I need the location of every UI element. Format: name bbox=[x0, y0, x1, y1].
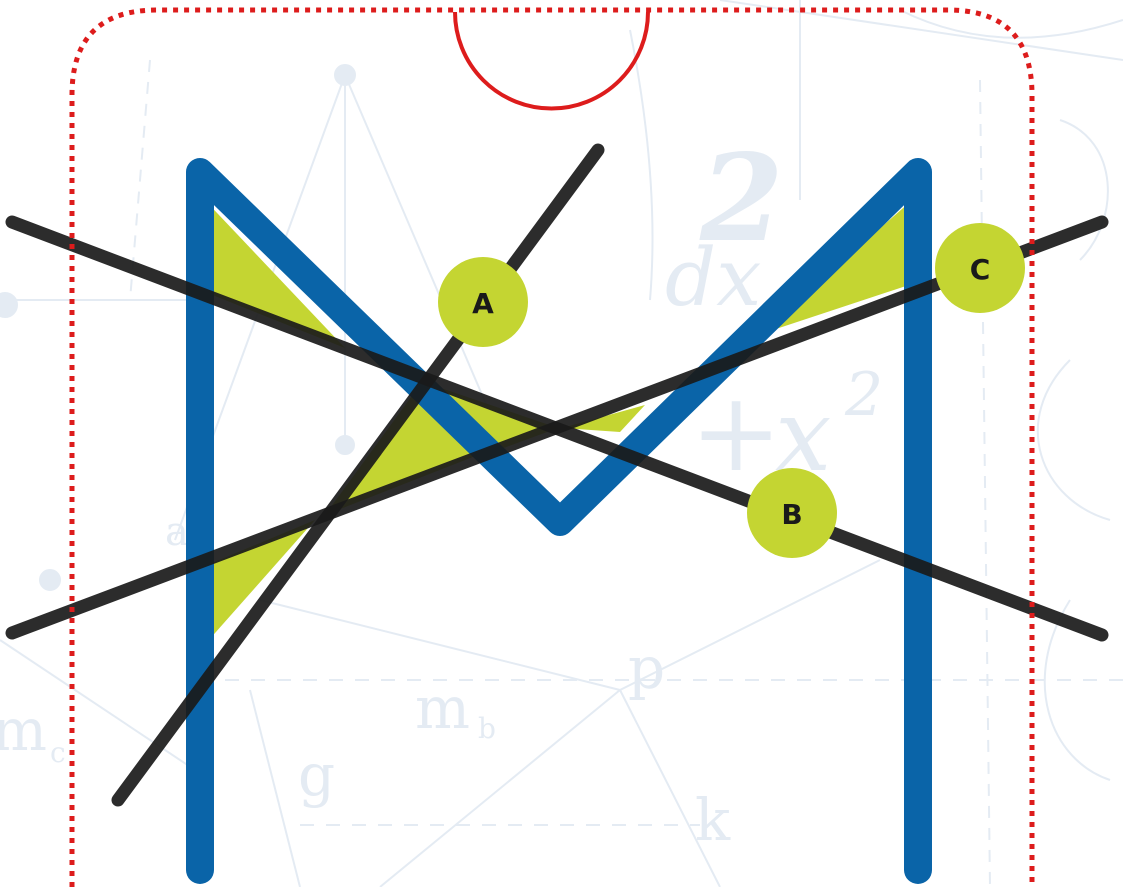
notch-arc bbox=[453, 11, 650, 111]
label-c-text: C bbox=[970, 253, 991, 286]
bg-symbol-p: p bbox=[628, 634, 665, 702]
triangle-upper-left bbox=[200, 195, 345, 348]
letter-m-shape bbox=[186, 158, 932, 884]
cutout-outline bbox=[69, 7, 1035, 887]
bg-symbol-g: g bbox=[298, 741, 335, 809]
bg-symbol-b: b bbox=[478, 712, 496, 745]
label-badge-a: A bbox=[438, 257, 528, 347]
triangle-center-right bbox=[562, 405, 645, 432]
line-c bbox=[5, 215, 1109, 640]
label-b-text: B bbox=[781, 498, 802, 531]
bg-symbol-c: c bbox=[50, 736, 66, 769]
bg-symbol-sup: 2 bbox=[844, 360, 883, 430]
dotted-border bbox=[69, 7, 1035, 887]
label-a-text: A bbox=[472, 287, 494, 320]
label-badge-b: B bbox=[747, 468, 837, 558]
line-a bbox=[111, 143, 605, 807]
label-badge-c: C bbox=[935, 223, 1025, 313]
intersecting-lines bbox=[5, 143, 1109, 807]
triangle-lower-left bbox=[200, 520, 315, 650]
bg-symbol-k: k bbox=[695, 786, 731, 854]
bg-symbol-m2: m bbox=[0, 696, 47, 764]
bg-symbol-a: a bbox=[165, 509, 189, 555]
bg-symbol-dx: dx bbox=[665, 231, 761, 324]
background-symbols: m b m c p g k a 2 dx + x 2 bbox=[0, 128, 883, 854]
bg-symbol-m: m bbox=[415, 674, 470, 742]
bg-symbol-two: 2 bbox=[699, 128, 784, 269]
